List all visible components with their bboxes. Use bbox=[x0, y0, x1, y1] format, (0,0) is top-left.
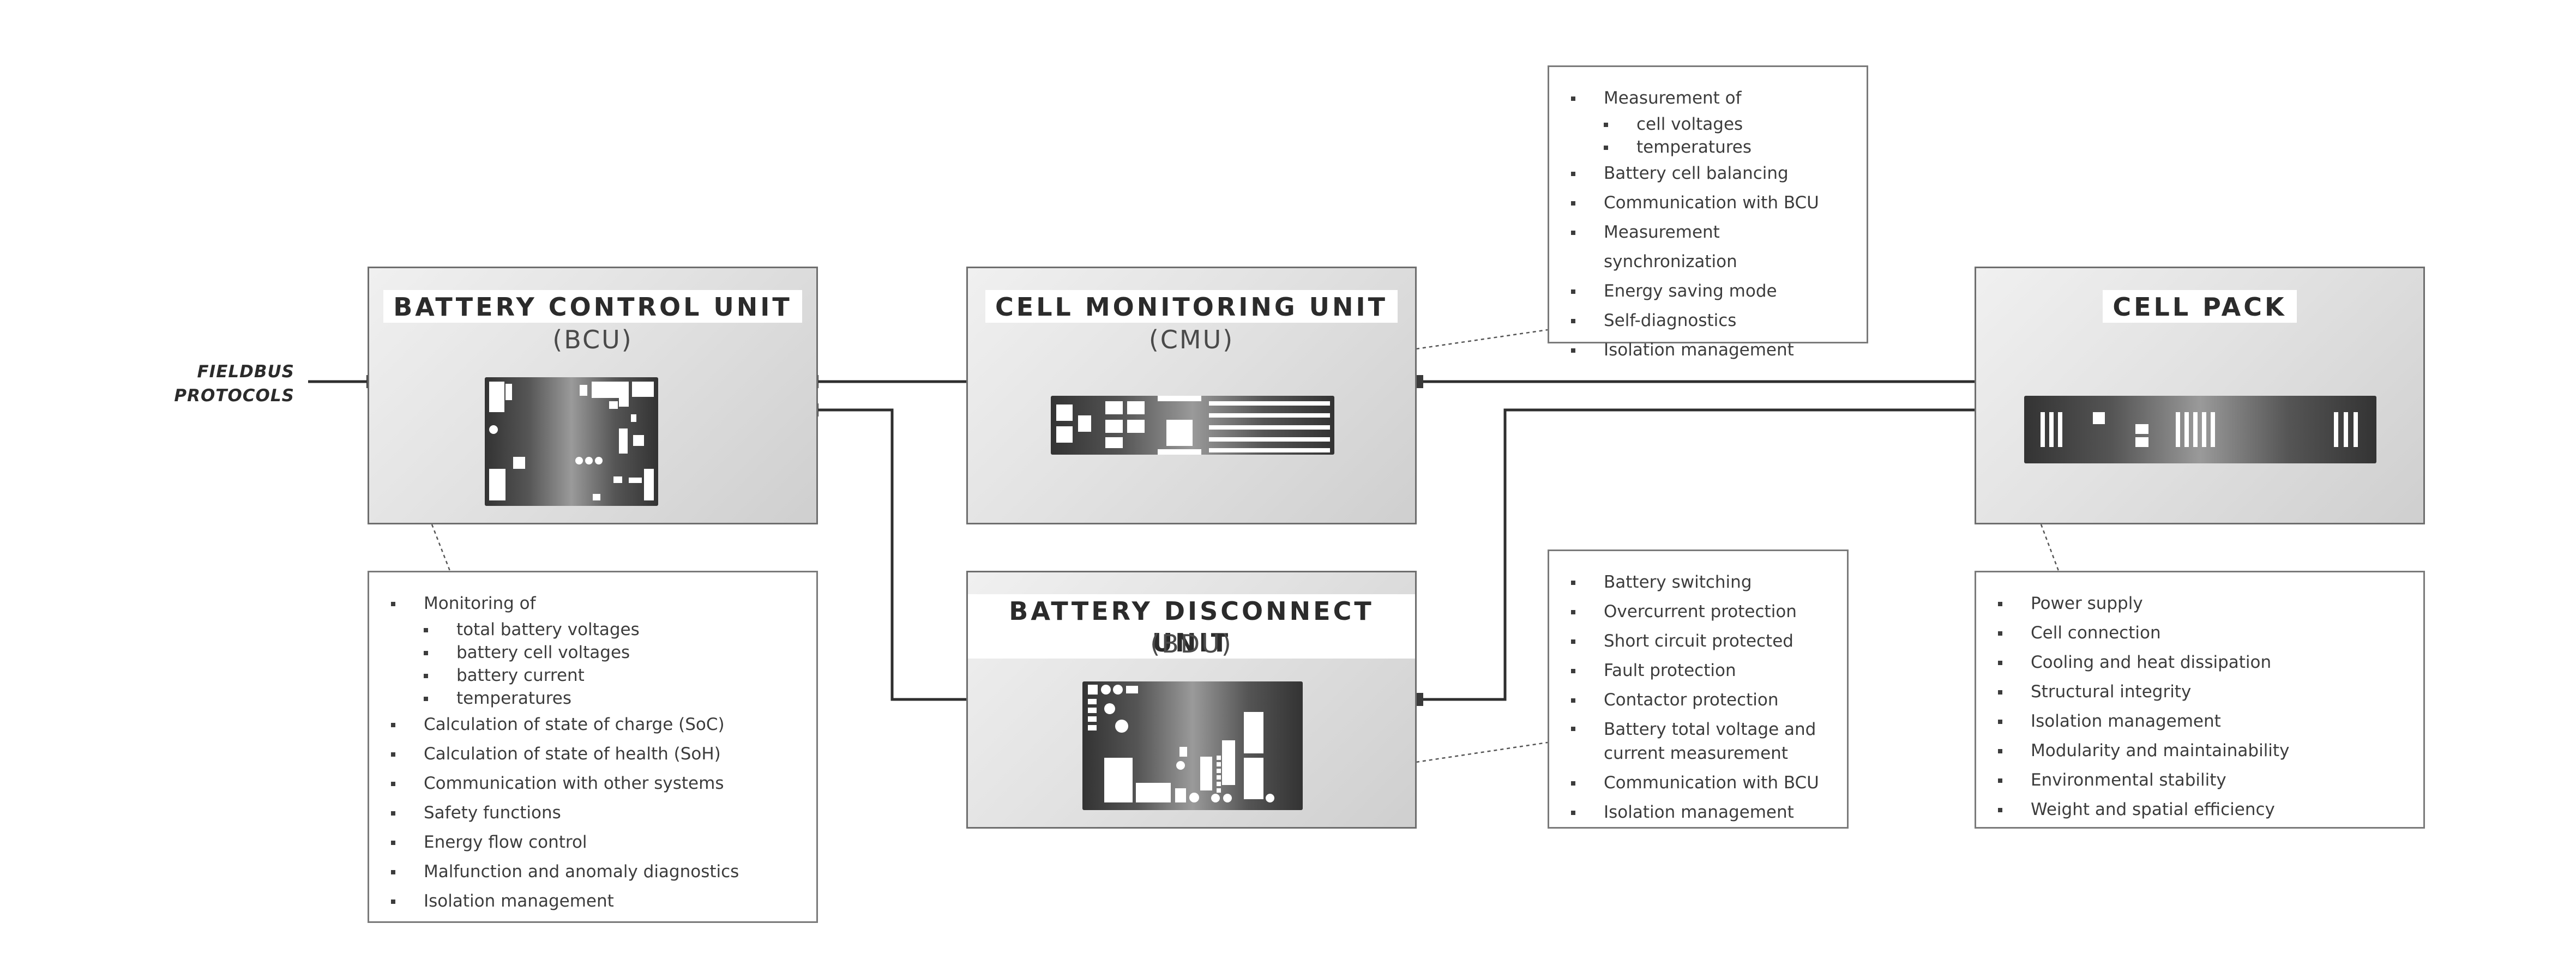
cell-pack-function-item: Power supply bbox=[1998, 589, 2402, 618]
cell-pack-unit: CELL PACK bbox=[1975, 267, 2425, 524]
bcu-function-subitem: battery cell voltages bbox=[391, 641, 795, 664]
bcu-function-subitem: battery current bbox=[391, 664, 795, 687]
fieldbus-protocols-label: FIELDBUS PROTOCOLS bbox=[164, 360, 294, 408]
cell-pack-function-item: Cell connection bbox=[1998, 618, 2402, 648]
bcu-leader-line bbox=[431, 524, 451, 571]
cmu-function-item: Battery cell balancing bbox=[1571, 159, 1845, 188]
cmu-functions-box: Measurement of cell voltages temperature… bbox=[1548, 65, 1868, 360]
cmu-abbreviation: (CMU) bbox=[1148, 325, 1235, 354]
bdu-abbreviation: (BDU) bbox=[1150, 629, 1233, 659]
bdu-unit: BATTERY DISCONNECT UNIT (BDU) bbox=[966, 571, 1417, 829]
cell-pack-function-item: Environmental stability bbox=[1998, 765, 2402, 795]
bdu-function-item: Overcurrent protection bbox=[1571, 597, 1825, 626]
bdu-function-item-line: Battery total voltage and bbox=[1604, 720, 1816, 739]
cmu-function-item: Measurement of bbox=[1571, 83, 1845, 113]
bcu-function-item: Malfunction and anomaly diagnostics bbox=[391, 857, 795, 886]
bdu-cellpack-wire bbox=[1416, 408, 1988, 701]
cmu-leader-line bbox=[1416, 329, 1548, 350]
bdu-circuit-board-icon bbox=[1082, 681, 1303, 810]
bdu-function-item: Communication with BCU bbox=[1571, 768, 1825, 798]
cellpack-leader-line bbox=[2040, 524, 2060, 571]
fieldbus-label-line-2: PROTOCOLS bbox=[174, 386, 294, 406]
bcu-function-item: Calculation of state of health (SoH) bbox=[391, 739, 795, 769]
bcu-function-subitem: total battery voltages bbox=[391, 618, 795, 641]
bdu-function-item: Contactor protection bbox=[1571, 685, 1825, 715]
bcu-function-item: Monitoring of bbox=[391, 589, 795, 618]
bdu-function-item: Fault protection bbox=[1571, 656, 1825, 685]
bcu-function-subitem: temperatures bbox=[391, 687, 795, 710]
bcu-abbreviation: (BCU) bbox=[552, 325, 633, 354]
bdu-function-item: Battery switching bbox=[1571, 567, 1825, 597]
bcu-unit: BATTERY CONTROL UNIT (BCU) bbox=[368, 267, 818, 524]
cell-pack-functions-box: Power supply Cell connection Cooling and… bbox=[1975, 571, 2425, 829]
bdu-function-item: Isolation management bbox=[1571, 798, 1825, 827]
cell-pack-function-item: Isolation management bbox=[1998, 707, 2402, 736]
bcu-circuit-board-icon bbox=[485, 377, 658, 506]
bcu-functions-box: Monitoring of total battery voltages bat… bbox=[368, 571, 818, 923]
bcu-function-item: Safety functions bbox=[391, 798, 795, 828]
bdu-leader-line bbox=[1416, 741, 1548, 763]
cmu-function-item: Measurement synchronization bbox=[1571, 218, 1845, 276]
cmu-function-subitem: temperatures bbox=[1571, 136, 1845, 159]
bcu-function-item: Isolation management bbox=[391, 886, 795, 916]
cmu-function-item: Self-diagnostics bbox=[1571, 306, 1845, 335]
cmu-function-item: Communication with BCU bbox=[1571, 188, 1845, 218]
bcu-title: BATTERY CONTROL UNIT bbox=[383, 290, 802, 323]
bcu-bdu-wire bbox=[812, 408, 973, 701]
cell-pack-function-item: Structural integrity bbox=[1998, 677, 2402, 707]
cmu-function-item: Isolation management bbox=[1571, 335, 1845, 365]
bdu-function-item: Battery total voltage and current measur… bbox=[1571, 715, 1825, 768]
fieldbus-label-line-1: FIELDBUS bbox=[197, 362, 294, 382]
bcu-function-item: Energy flow control bbox=[391, 828, 795, 857]
bcu-function-item: Calculation of state of charge (SoC) bbox=[391, 710, 795, 739]
bdu-functions-box: Battery switching Overcurrent protection… bbox=[1548, 550, 1849, 829]
cell-pack-title: CELL PACK bbox=[2103, 290, 2297, 323]
bdu-title: BATTERY DISCONNECT UNIT bbox=[968, 594, 1415, 659]
bcu-function-item: Communication with other systems bbox=[391, 769, 795, 798]
cmu-function-item: Energy saving mode bbox=[1571, 276, 1845, 306]
cmu-title: CELL MONITORING UNIT bbox=[985, 290, 1398, 323]
cmu-unit: CELL MONITORING UNIT (CMU) bbox=[966, 267, 1417, 524]
cell-pack-function-item: Modularity and maintainability bbox=[1998, 736, 2402, 765]
bdu-function-item: Short circuit protected bbox=[1571, 626, 1825, 656]
cmu-function-subitem: cell voltages bbox=[1571, 113, 1845, 136]
cell-pack-function-item: Cooling and heat dissipation bbox=[1998, 648, 2402, 677]
cmu-circuit-board-icon bbox=[1051, 396, 1334, 455]
bdu-function-item-line: current measurement bbox=[1604, 744, 1788, 763]
cell-pack-icon bbox=[2024, 396, 2376, 463]
cell-pack-function-item: Weight and spatial efficiency bbox=[1998, 795, 2402, 824]
